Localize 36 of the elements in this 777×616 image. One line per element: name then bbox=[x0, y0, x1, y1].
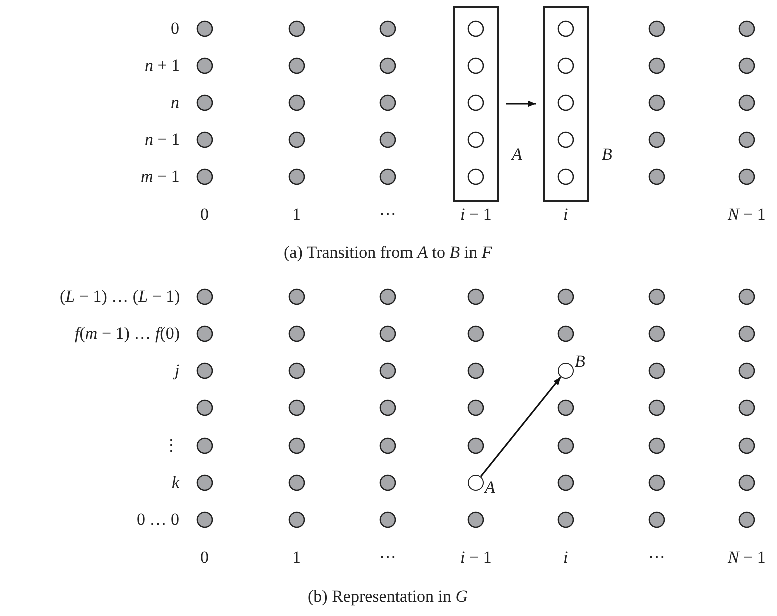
column-label: ⋯ bbox=[380, 205, 396, 225]
point-label: B bbox=[575, 352, 586, 372]
row-label: n − 1 bbox=[145, 130, 180, 150]
row-label: 0 bbox=[171, 19, 180, 39]
column-label: i − 1 bbox=[460, 548, 492, 568]
column-label: 1 bbox=[292, 205, 301, 225]
caption: (a) Transition from A to B in F bbox=[284, 243, 492, 263]
arrow bbox=[506, 100, 536, 108]
row-label: (L − 1) … (L − 1) bbox=[60, 287, 180, 307]
column-label: i bbox=[564, 205, 568, 225]
point-label: A bbox=[512, 145, 522, 165]
row-label: j bbox=[175, 361, 180, 381]
column-label: i − 1 bbox=[460, 205, 492, 225]
column-label: 0 bbox=[200, 205, 209, 225]
row-label: 0 … 0 bbox=[137, 510, 180, 530]
column-label: 1 bbox=[292, 548, 301, 568]
arrow bbox=[480, 376, 562, 478]
column-label: ⋯ bbox=[380, 548, 396, 568]
point-label: B bbox=[602, 145, 612, 165]
column-box bbox=[453, 6, 499, 202]
caption: (b) Representation in G bbox=[308, 587, 468, 607]
point-label: A bbox=[485, 478, 496, 498]
open-dot bbox=[468, 475, 484, 491]
column-label: N − 1 bbox=[728, 548, 766, 568]
open-dot bbox=[558, 363, 574, 379]
column-label: N − 1 bbox=[728, 205, 766, 225]
column-label: 0 bbox=[200, 548, 209, 568]
row-label: n bbox=[171, 93, 180, 113]
row-label: f(m − 1) … f(0) bbox=[75, 324, 180, 344]
column-box bbox=[543, 6, 589, 202]
column-label: i bbox=[564, 548, 568, 568]
row-label: n + 1 bbox=[145, 56, 180, 76]
row-label: ⋮ bbox=[163, 436, 180, 456]
row-label: k bbox=[172, 473, 180, 493]
row-label: m − 1 bbox=[141, 167, 180, 187]
column-label: ⋯ bbox=[648, 548, 666, 568]
